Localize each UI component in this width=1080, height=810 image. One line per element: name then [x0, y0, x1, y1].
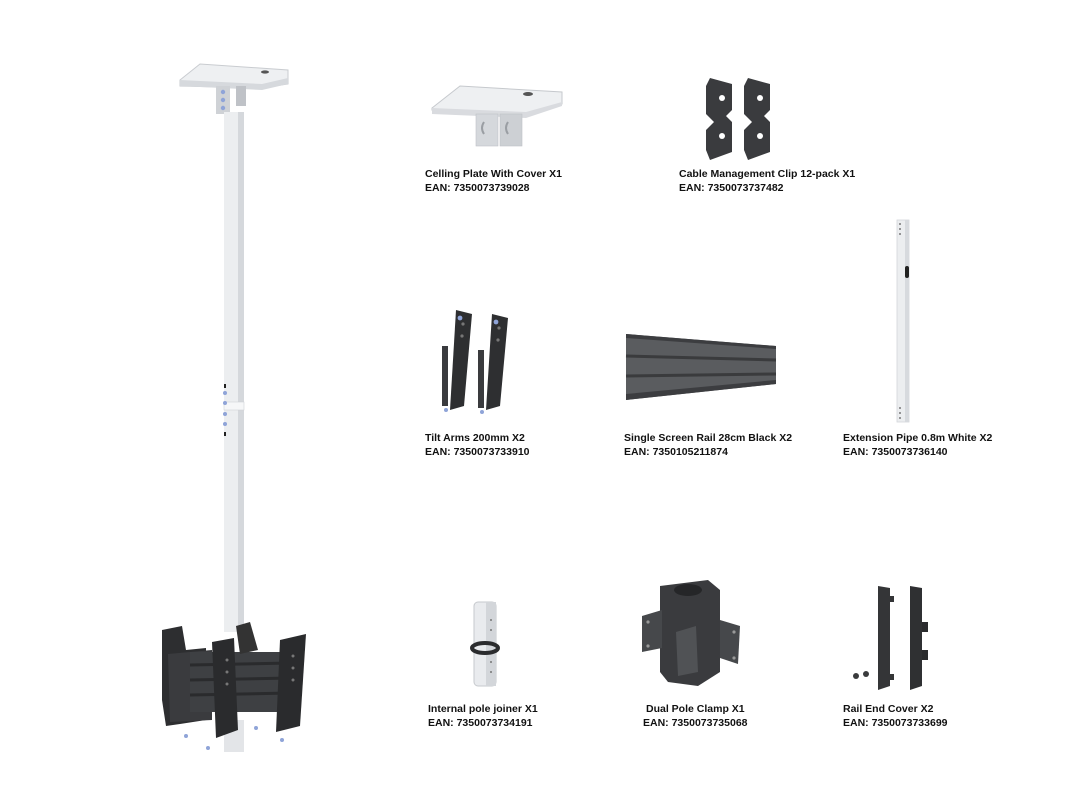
component-label: Single Screen Rail 28cm Black X2 EAN: 73… — [624, 431, 792, 459]
screen-rail-image — [625, 334, 777, 400]
assembly-screen-brackets — [162, 622, 306, 750]
component-ean: EAN: 7350073737482 — [679, 182, 784, 194]
component-ean: EAN: 7350105211874 — [624, 446, 728, 458]
component-label: Cable Management Clip 12-pack X1 EAN: 73… — [679, 167, 855, 195]
pole-joiner-image — [470, 601, 500, 687]
component-title: Extension Pipe 0.8m White X2 — [843, 432, 993, 444]
component-label: Dual Pole Clamp X1 EAN: 7350073735068 — [643, 702, 748, 730]
component-ean: EAN: 7350073739028 — [425, 182, 530, 194]
component-ean: EAN: 7350073733699 — [843, 717, 948, 729]
cable-clip-image — [706, 78, 770, 160]
component-title: Cable Management Clip 12-pack X1 — [679, 168, 856, 180]
dual-pole-clamp-image — [642, 580, 740, 686]
component-title: Tilt Arms 200mm X2 — [425, 432, 525, 444]
component-ean: EAN: 7350073735068 — [643, 717, 748, 729]
component-ean: EAN: 7350073736140 — [843, 446, 948, 458]
component-label: Rail End Cover X2 EAN: 7350073733699 — [843, 702, 948, 730]
component-title: Celling Plate With Cover X1 — [425, 168, 563, 180]
component-label: Extension Pipe 0.8m White X2 EAN: 735007… — [843, 431, 992, 459]
component-ean: EAN: 7350073734191 — [428, 717, 533, 729]
component-label: Celling Plate With Cover X1 EAN: 7350073… — [425, 167, 562, 195]
component-title: Internal pole joiner X1 — [428, 703, 538, 715]
tilt-arms-image — [442, 310, 508, 414]
component-ean: EAN: 7350073733910 — [425, 446, 530, 458]
rail-end-cover-image — [853, 586, 928, 690]
component-title: Single Screen Rail 28cm Black X2 — [624, 432, 793, 444]
component-label: Internal pole joiner X1 EAN: 73500737341… — [428, 702, 538, 730]
assembly-ceiling-plate — [179, 63, 289, 114]
component-label: Tilt Arms 200mm X2 EAN: 7350073733910 — [425, 431, 530, 459]
extension-pipe-image — [896, 219, 910, 423]
ceiling-plate-image — [431, 85, 563, 147]
component-title: Dual Pole Clamp X1 — [646, 703, 745, 715]
component-title: Rail End Cover X2 — [843, 703, 934, 715]
